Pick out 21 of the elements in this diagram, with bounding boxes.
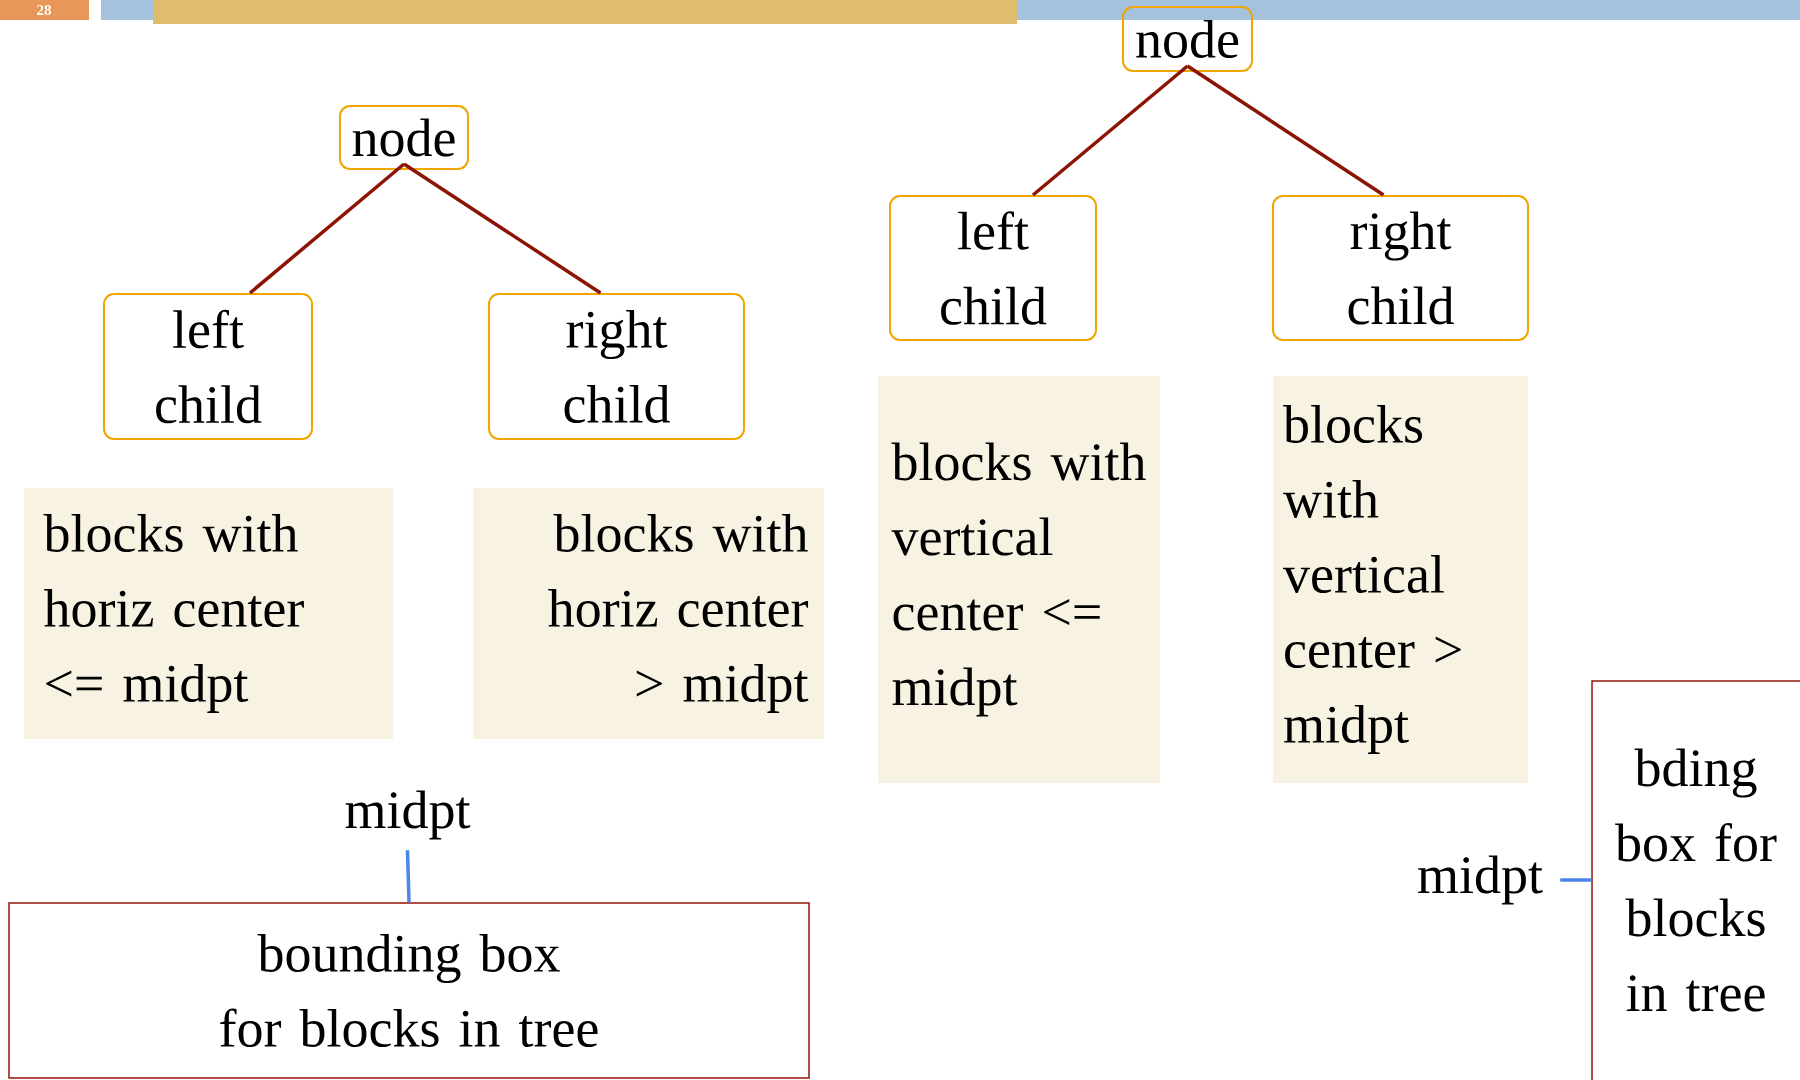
tree-edge [403, 162, 602, 295]
tree-edge [248, 162, 406, 295]
condition-box: blocks with horiz center > midpt [473, 488, 824, 739]
tree-edge [1031, 64, 1189, 197]
child-node-box: left child [889, 195, 1097, 341]
tree-edge [1186, 64, 1385, 197]
condition-box: blocks with vertical center <= midpt [878, 376, 1160, 783]
child-node-box: right child [488, 293, 745, 440]
slide-number: 28 [0, 0, 89, 20]
tree-node-box: node [339, 105, 469, 170]
midpoint-label: midpt [345, 790, 471, 840]
bounding-box: bounding box for blocks in tree [8, 902, 810, 1079]
condition-box: blocks with vertical center > midpt [1273, 376, 1528, 783]
tree-node-box: node [1122, 6, 1253, 72]
leader-line [1560, 878, 1592, 882]
child-node-box: left child [103, 293, 313, 440]
leader-line [405, 850, 411, 903]
child-node-box: right child [1272, 195, 1529, 341]
bounding-box: bding box for blocks in tree [1591, 680, 1800, 1080]
condition-box: blocks with horiz center <= midpt [24, 488, 393, 739]
midpoint-label: midpt [1418, 855, 1543, 905]
